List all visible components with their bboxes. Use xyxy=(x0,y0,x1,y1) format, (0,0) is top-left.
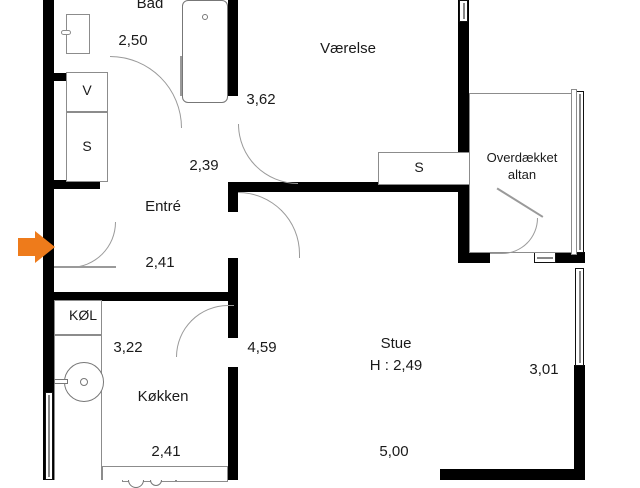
altan-rail-right xyxy=(571,89,577,255)
closet-s1-box xyxy=(66,112,108,182)
toilet-flush-handle xyxy=(61,30,71,35)
room-label-altan-line1: Overdækket xyxy=(486,150,558,165)
kitchen-counter xyxy=(54,335,102,480)
wall-entre-right-upper xyxy=(228,182,238,212)
wall-altan-left xyxy=(458,190,469,252)
kitchen-sink-drain xyxy=(80,378,88,386)
room-label-entre: Entré xyxy=(145,198,181,215)
wall-vaerelse-right xyxy=(458,0,469,190)
room-label-vaerelse: Værelse xyxy=(320,40,376,57)
closet-label-s1: S xyxy=(82,138,92,154)
door-leaf-entrance xyxy=(54,266,116,268)
wall-entre-top xyxy=(228,182,472,192)
room-label-bad: Bad xyxy=(136,0,164,12)
wall-closet-bottom xyxy=(54,180,100,189)
room-height-stue: H : 2,49 xyxy=(369,357,423,374)
window-stue-right xyxy=(575,268,584,366)
door-leaf-bad xyxy=(180,56,182,96)
door-swing-vaerelse xyxy=(238,124,298,184)
kitchen-worktop-line xyxy=(102,466,228,480)
wall-stue-bottom xyxy=(440,469,585,480)
wall-altan-bottom-right xyxy=(555,252,585,263)
window-altan-right xyxy=(576,91,584,253)
door-swing-bad xyxy=(110,56,182,128)
wall-kokken-right-lower xyxy=(228,367,238,480)
dimension-entre-width: 2,41 xyxy=(145,254,175,271)
window-vaerelse-top xyxy=(459,0,468,22)
dimension-bad-height: 3,62 xyxy=(246,91,276,108)
wall-bad-right-vert xyxy=(228,0,238,95)
wall-altan-bottom-left xyxy=(458,252,490,263)
bathtub-drain xyxy=(202,14,208,20)
room-label-stue: Stue xyxy=(380,335,412,352)
dimension-bad-width: 2,50 xyxy=(118,32,148,49)
window-altan-door xyxy=(534,252,556,263)
dimension-entre-height: 2,39 xyxy=(189,157,219,174)
dimension-stue-height: 4,59 xyxy=(247,339,277,356)
fridge-box xyxy=(54,300,102,335)
dimension-stue-width: 5,00 xyxy=(379,443,409,460)
dimension-kokken-depth: 3,22 xyxy=(113,339,143,356)
room-label-altan-line2: altan xyxy=(507,167,537,182)
wall-stue-right xyxy=(574,365,585,480)
dimension-stue-depth: 3,01 xyxy=(529,361,559,378)
wall-exterior-left xyxy=(43,0,54,480)
closet-s2-box xyxy=(378,152,470,185)
closet-label-s2: S xyxy=(414,159,424,175)
dimension-kokken-width: 2,41 xyxy=(151,443,181,460)
closet-label-v: V xyxy=(82,82,92,98)
window-kokken-left xyxy=(45,392,53,480)
fridge-label: KØL xyxy=(68,307,98,323)
door-swing-kokken xyxy=(176,305,234,357)
closet-v-box xyxy=(66,72,108,112)
door-swing-entrance xyxy=(54,222,116,268)
kitchen-faucet xyxy=(54,379,68,384)
wall-entre-right-lower xyxy=(228,258,238,300)
door-swing-stue xyxy=(238,192,300,258)
room-label-kokken: Køkken xyxy=(137,388,189,405)
wall-entre-bottom xyxy=(54,292,238,301)
